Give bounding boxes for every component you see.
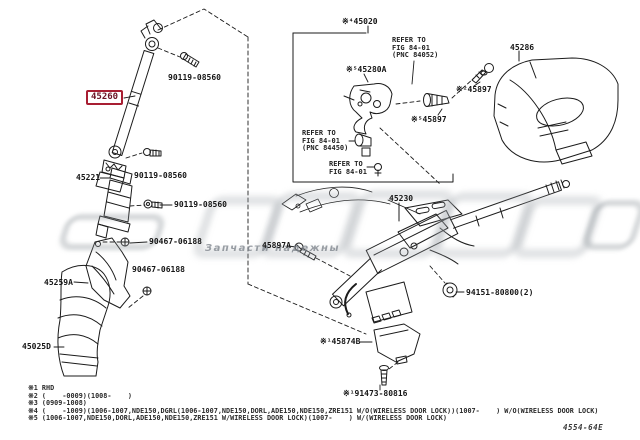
- label-45221: 45221: [76, 173, 101, 182]
- label-90119-08560-1: 90119-08560: [168, 73, 221, 82]
- refer-fig-84-01-pnc-84450: REFER TO FIG 84-01 (PNC 84450): [302, 129, 349, 152]
- footnotes-block: ※1 RHD※2 ( -0009)(1008- )※3 (0909-1008)※…: [28, 385, 636, 423]
- hole-cover-45259a-drawing: [86, 238, 130, 308]
- refer-fig-84-01-pnc-84052: REFER TO FIG 84-01 (PNC 84052): [392, 36, 439, 59]
- note-line-5: ※5 (1006-1007,NDE150,DORL,ADE150,NDE150,…: [28, 415, 447, 423]
- bolt-91473-icon: [380, 366, 389, 386]
- label-90467-06188-1: 90467-06188: [149, 237, 202, 246]
- label-45260-highlighted: 45260: [86, 90, 124, 105]
- bolt-245897-icon: [472, 64, 494, 84]
- clip-90467-2-icon: [143, 287, 151, 295]
- steering-column-45230-drawing: [330, 180, 570, 323]
- label-94151-80800: 94151-80800(2): [466, 288, 534, 297]
- label-45897A: 45897A: [262, 241, 291, 250]
- column-cover-45286-drawing: [494, 58, 618, 164]
- bolt-90119-3-icon: [144, 200, 162, 208]
- label-90119-08560-3: 90119-08560: [174, 200, 227, 209]
- figure-code: 4554-64E: [563, 423, 604, 432]
- column-hole-cover-45025d-drawing: [58, 265, 110, 376]
- note-line-1: ※1 RHD: [28, 385, 55, 392]
- label-45286: 45286: [510, 43, 535, 52]
- label-45259A: 45259A: [44, 278, 73, 287]
- key-set-45280a-drawing: [344, 83, 392, 134]
- group-bracket-lines: [293, 26, 519, 221]
- dash-panel-silhouette: [282, 187, 420, 214]
- clip-fig-84-01-icon: [375, 164, 382, 177]
- label-45025D: 45025D: [22, 342, 51, 351]
- nut-94151-icon: [443, 283, 457, 297]
- clip-90467-1-icon: [121, 238, 129, 246]
- label-45230: 45230: [389, 194, 414, 203]
- column-tube-45221-drawing: [96, 168, 132, 238]
- refer-fig-84-01: REFER TO FIG 84-01: [329, 160, 367, 176]
- ignition-switch-drawing: [355, 134, 371, 156]
- note-line-2: ※2 ( -0009)(1008- ): [28, 392, 132, 400]
- label-45280A: ※⁵45280A: [346, 65, 387, 74]
- note-line-3: ※3 (0909-1008): [28, 400, 87, 408]
- label-545897: ※⁵45897: [411, 115, 447, 124]
- bolt-90119-1-icon: [181, 53, 200, 68]
- label-90119-08560-2: 90119-08560: [134, 171, 187, 180]
- label-245897: ※²45897: [456, 85, 492, 94]
- note-line-4: ※4 ( -1009)(1006-1007,NDE150,DGRL(1006-1…: [28, 407, 599, 415]
- key-cylinder-45897-drawing: [424, 94, 450, 107]
- cover-45874b-drawing: [374, 324, 420, 364]
- screw-45897a-icon: [295, 243, 316, 260]
- label-91473-80816: ※¹91473-80816: [343, 389, 408, 398]
- bolt-90119-2-icon: [144, 149, 162, 157]
- intermediate-shaft-45260-drawing: [96, 20, 163, 192]
- label-45874B: ※¹45874B: [320, 337, 361, 346]
- label-45020: ※⁴45020: [342, 17, 378, 26]
- label-90467-06188-2: 90467-06188: [132, 265, 185, 274]
